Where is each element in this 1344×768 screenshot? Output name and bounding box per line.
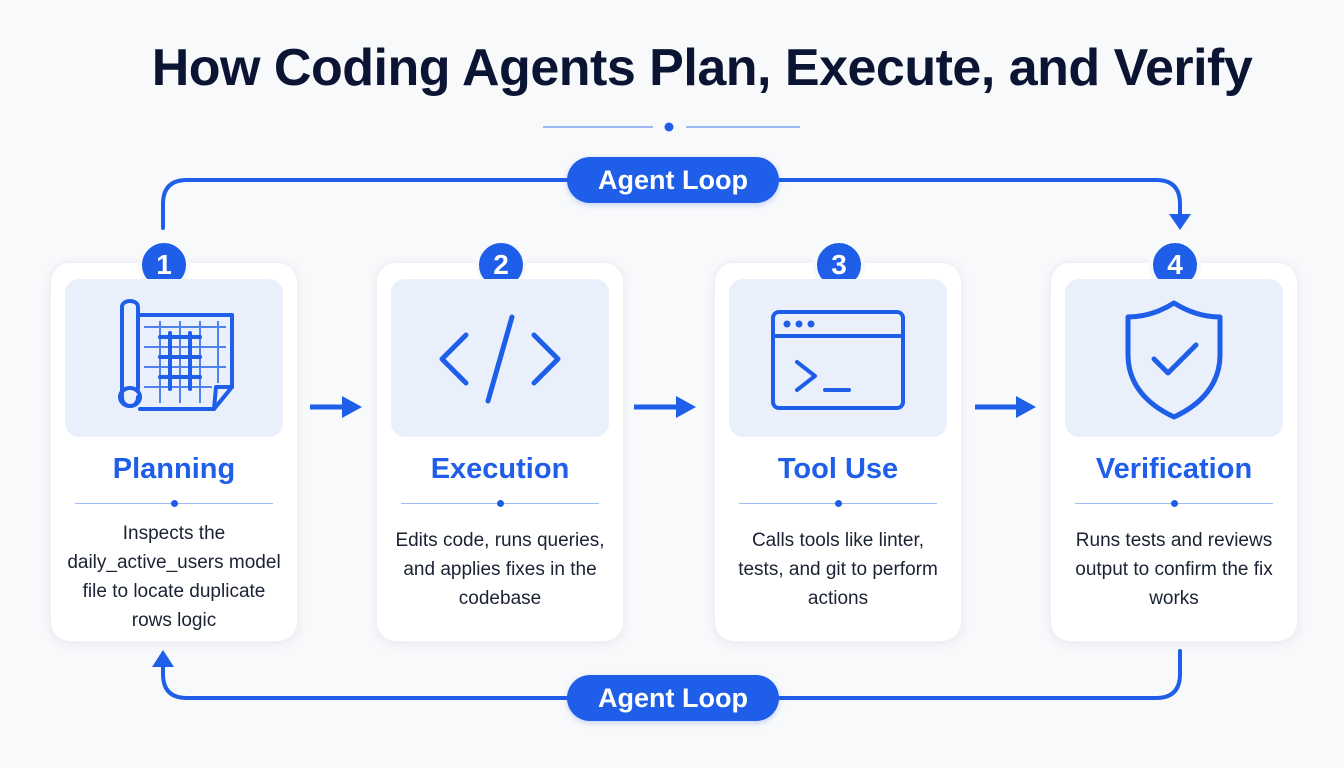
top-loop-arrowhead — [1169, 214, 1191, 230]
title-divider — [543, 122, 800, 132]
agent-loop-top-badge: Agent Loop — [567, 157, 779, 203]
step-card-tool-use: 3 Tool Use Calls tools like linter, test… — [714, 239, 962, 642]
step-description: Calls tools like linter, tests, and git … — [738, 530, 938, 609]
step-card-verification: 4 Verification Runs tests and reviews ou… — [1050, 239, 1298, 642]
step-title: Execution — [430, 453, 570, 485]
shield-check-icon — [1125, 300, 1223, 420]
page-title: How Coding Agents Plan, Execute, and Ver… — [151, 39, 1253, 97]
step-title: Planning — [112, 453, 236, 485]
step-title: Tool Use — [777, 453, 899, 485]
arrow-3-to-4 — [975, 396, 1036, 418]
icon-panel — [729, 279, 947, 437]
step-description: Runs tests and reviews output to confirm… — [1075, 530, 1273, 609]
step-divider — [1075, 500, 1273, 507]
step-description: Edits code, runs queries, and applies fi… — [395, 530, 605, 609]
terminal-window-icon — [771, 310, 905, 410]
arrow-2-to-3 — [634, 396, 696, 418]
step-divider — [75, 500, 273, 507]
code-brackets-icon — [439, 314, 561, 404]
step-card-execution: 2 Execution Edits code, runs queries, an… — [376, 239, 624, 642]
icon-panel — [391, 279, 609, 437]
icon-panel — [65, 279, 283, 437]
step-title: Verification — [1095, 453, 1253, 485]
step-divider — [739, 500, 937, 507]
bottom-loop-arrowhead — [152, 650, 174, 667]
arrow-1-to-2 — [310, 396, 362, 418]
blueprint-icon — [118, 299, 234, 411]
agent-loop-bottom-badge: Agent Loop — [567, 675, 779, 721]
step-description: Inspects the daily_active_users model fi… — [67, 523, 281, 631]
icon-panel — [1065, 279, 1283, 437]
step-divider — [401, 500, 599, 507]
step-card-planning: 1 — [50, 239, 298, 642]
